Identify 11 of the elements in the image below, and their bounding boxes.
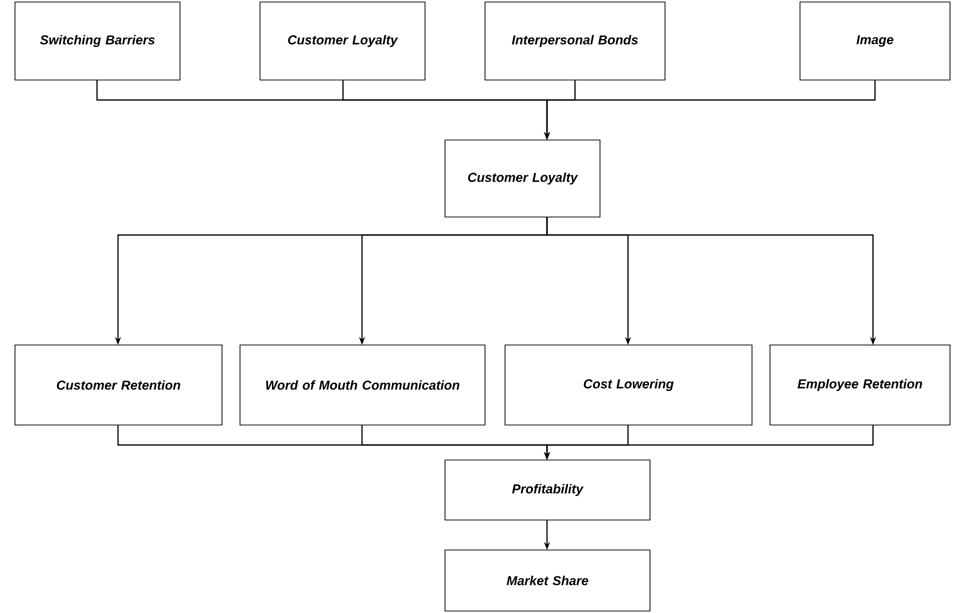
concept-box: Image	[800, 2, 950, 80]
concept-box: Interpersonal Bonds	[484, 2, 666, 80]
concept-box: Customer Retention	[14, 344, 222, 426]
concept-box: Word of Mouth Communication	[240, 344, 486, 426]
concept-box: Market Share	[444, 550, 650, 612]
concept-box: Customer Loyalty	[260, 2, 426, 80]
concept-box: Employee Retention	[770, 344, 950, 426]
concept-box: Profitability	[444, 460, 650, 520]
concept-box: Cost Lowering	[504, 344, 752, 426]
concept-box: Customer Loyalty	[444, 140, 600, 218]
concept-box: Switching Barriers	[14, 2, 180, 80]
